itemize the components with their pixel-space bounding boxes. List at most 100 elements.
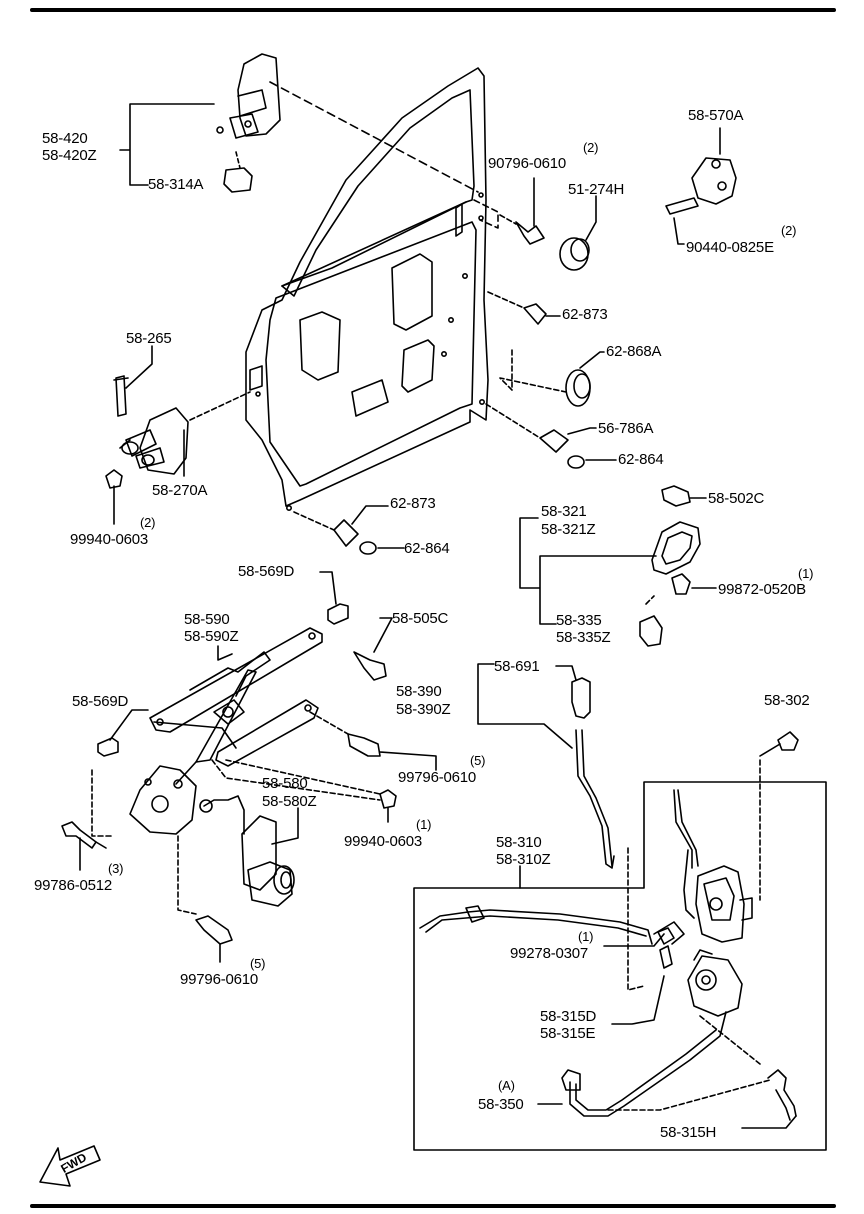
slider-58569d-left <box>97 737 119 757</box>
part-qty: (1) <box>416 817 432 832</box>
leader-58580 <box>271 807 299 845</box>
part-label: 58-502C <box>708 490 765 507</box>
knob-58691 <box>571 677 591 719</box>
part-qty: (5) <box>470 753 486 768</box>
bolt-58505c <box>353 651 387 681</box>
part-qty: (1) <box>798 566 814 581</box>
part-label: 58-265 <box>126 330 172 347</box>
part-label: 58-590 <box>184 611 230 628</box>
part-label: 99872-0520B <box>718 581 806 598</box>
part-label: 90440-0825E <box>686 239 774 256</box>
fwd-arrow-icon <box>39 1145 101 1187</box>
rod-58390 <box>575 729 615 869</box>
leader-58265 <box>125 345 153 389</box>
part-label: 58-569D <box>72 693 129 710</box>
part-label: 58-315E <box>540 1025 596 1042</box>
rod-58315d <box>659 945 673 969</box>
part-label: 58-420Z <box>42 147 97 164</box>
part-qty: (1) <box>578 929 594 944</box>
part-label: 58-350 <box>478 1096 524 1113</box>
bolt-99786 <box>61 821 97 849</box>
part-label: 58-321 <box>541 503 587 520</box>
part-label: 58-390 <box>396 683 442 700</box>
part-label: 62-873 <box>390 495 436 512</box>
bracket-58-420 <box>119 103 215 186</box>
slider-58569d-top <box>327 603 349 625</box>
part-label: 58-315D <box>540 1008 597 1025</box>
lock-actuator <box>687 949 743 1017</box>
striker-58570a <box>665 157 737 215</box>
clip-58502c <box>661 485 691 507</box>
part-label: 51-274H <box>568 181 625 198</box>
part-label: 58-335 <box>556 612 602 629</box>
part-qty: (A) <box>498 1078 515 1093</box>
part-label: 62-864 <box>404 540 450 557</box>
part-label: 58-315H <box>660 1124 717 1141</box>
screw-99872 <box>671 573 691 595</box>
nut-99940-lower <box>379 789 397 809</box>
part-label: 58-420 <box>42 130 88 147</box>
part-label: 99940-0603 <box>344 833 423 850</box>
part-label: 99796-0610 <box>180 971 259 988</box>
part-label: 99278-0307 <box>510 945 589 962</box>
part-label: 58-569D <box>238 563 295 580</box>
nut-99940-top <box>105 469 123 489</box>
bracket-58321 <box>519 517 657 625</box>
cable-58310 <box>419 909 653 945</box>
part-label: 99786-0512 <box>34 877 113 894</box>
door-panel <box>245 67 489 511</box>
bolt-90796 <box>515 221 545 245</box>
part-label: 58-321Z <box>541 521 596 538</box>
part-label: 58-590Z <box>184 628 239 645</box>
leader-51274h <box>585 195 597 241</box>
oring-62864-bottom <box>359 541 377 555</box>
window-regulator <box>129 627 323 835</box>
lower-hinge <box>119 407 189 475</box>
bolt-99796-lower <box>195 915 233 945</box>
part-label: 56-786A <box>598 420 654 437</box>
clip-99278 <box>657 927 675 945</box>
upper-hinge-leader <box>269 81 479 193</box>
part-label: 58-580 <box>262 775 308 792</box>
dashed-box <box>473 199 499 229</box>
bracket-58590 <box>217 645 233 661</box>
leader-90440 <box>673 217 685 245</box>
part-label: 99940-0603 <box>70 531 149 548</box>
part-label: 58-302 <box>764 692 810 709</box>
part-qty: (2) <box>781 223 797 238</box>
rod-58335 <box>639 615 663 647</box>
part-label: 62-864 <box>618 451 664 468</box>
part-label: 90796-0610 <box>488 155 567 172</box>
part-label: 62-868A <box>606 343 662 360</box>
part-label: 99796-0610 <box>398 769 477 786</box>
part-qty: (5) <box>250 956 266 971</box>
part-label: 58-570A <box>688 107 744 124</box>
part-label: 58-505C <box>392 610 449 627</box>
part-label: 58-580Z <box>262 793 317 810</box>
pin-58265 <box>115 375 127 417</box>
part-label: 62-873 <box>562 306 608 323</box>
part-label: 58-270A <box>152 482 208 499</box>
motor-58580 <box>199 795 295 907</box>
part-qty: (3) <box>108 861 124 876</box>
assembly-box <box>413 781 827 1151</box>
door-latch <box>673 789 753 943</box>
rod-58315h <box>767 1069 797 1117</box>
plug-62873-bottom <box>333 519 359 547</box>
cable-58350 <box>569 1011 727 1117</box>
part-label: 58-390Z <box>396 701 451 718</box>
oring-62864-right <box>567 455 585 469</box>
part-qty: (2) <box>583 140 599 155</box>
plug-62873-top <box>523 303 547 325</box>
part-label: 58-314A <box>148 176 204 193</box>
bracket-58390 <box>477 663 573 749</box>
bolt-99796-upper <box>347 733 381 757</box>
part-qty: (2) <box>140 515 156 530</box>
inner-handle-58321 <box>651 521 701 575</box>
upper-hinge <box>216 53 281 193</box>
part-label: 58-335Z <box>556 629 611 646</box>
part-label: 58-310Z <box>496 851 551 868</box>
part-label: 58-691 <box>494 658 540 675</box>
